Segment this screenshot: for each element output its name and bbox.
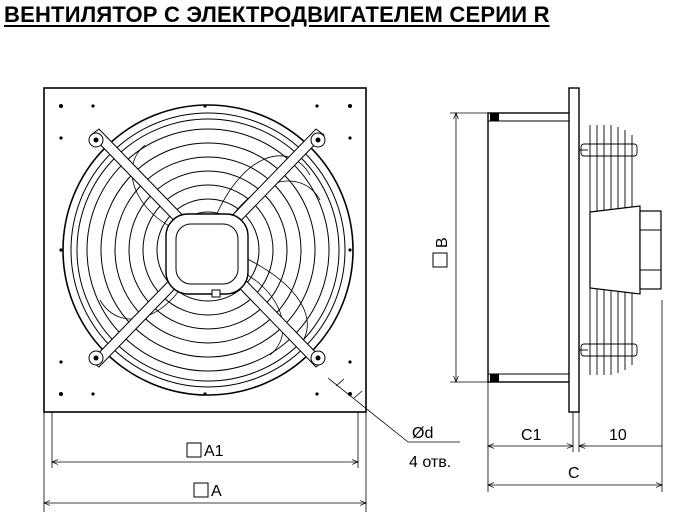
side-view [487, 87, 662, 413]
motor-hub [165, 213, 249, 298]
mounting-plate [43, 87, 367, 413]
dimension-labels: A1 A B Ød 4 отв. C1 10 C [186, 237, 627, 500]
dimension-lines [43, 112, 663, 512]
front-view [43, 87, 460, 443]
side-housing [487, 112, 574, 383]
label-a1: A1 [204, 443, 224, 460]
square-symbol-a [193, 482, 209, 498]
label-c1: C1 [521, 427, 542, 444]
label-c: C [568, 465, 580, 482]
hole-leader [327, 377, 460, 443]
side-flange [568, 87, 580, 413]
label-b: B [434, 237, 451, 248]
label-a: A [211, 483, 222, 500]
label-holes-count: 4 отв. [409, 454, 451, 471]
side-motor [589, 205, 662, 295]
square-symbol-b [432, 252, 448, 268]
label-10: 10 [609, 427, 627, 444]
square-symbol-a1 [186, 442, 202, 458]
fan-housing [62, 104, 354, 396]
label-hole-diameter: Ød [412, 425, 433, 442]
page-title: ВЕНТИЛЯТОР С ЭЛЕКТРОДВИГАТЕЛЕМ СЕРИИ R [4, 2, 550, 27]
guard-mount-points [88, 132, 326, 366]
